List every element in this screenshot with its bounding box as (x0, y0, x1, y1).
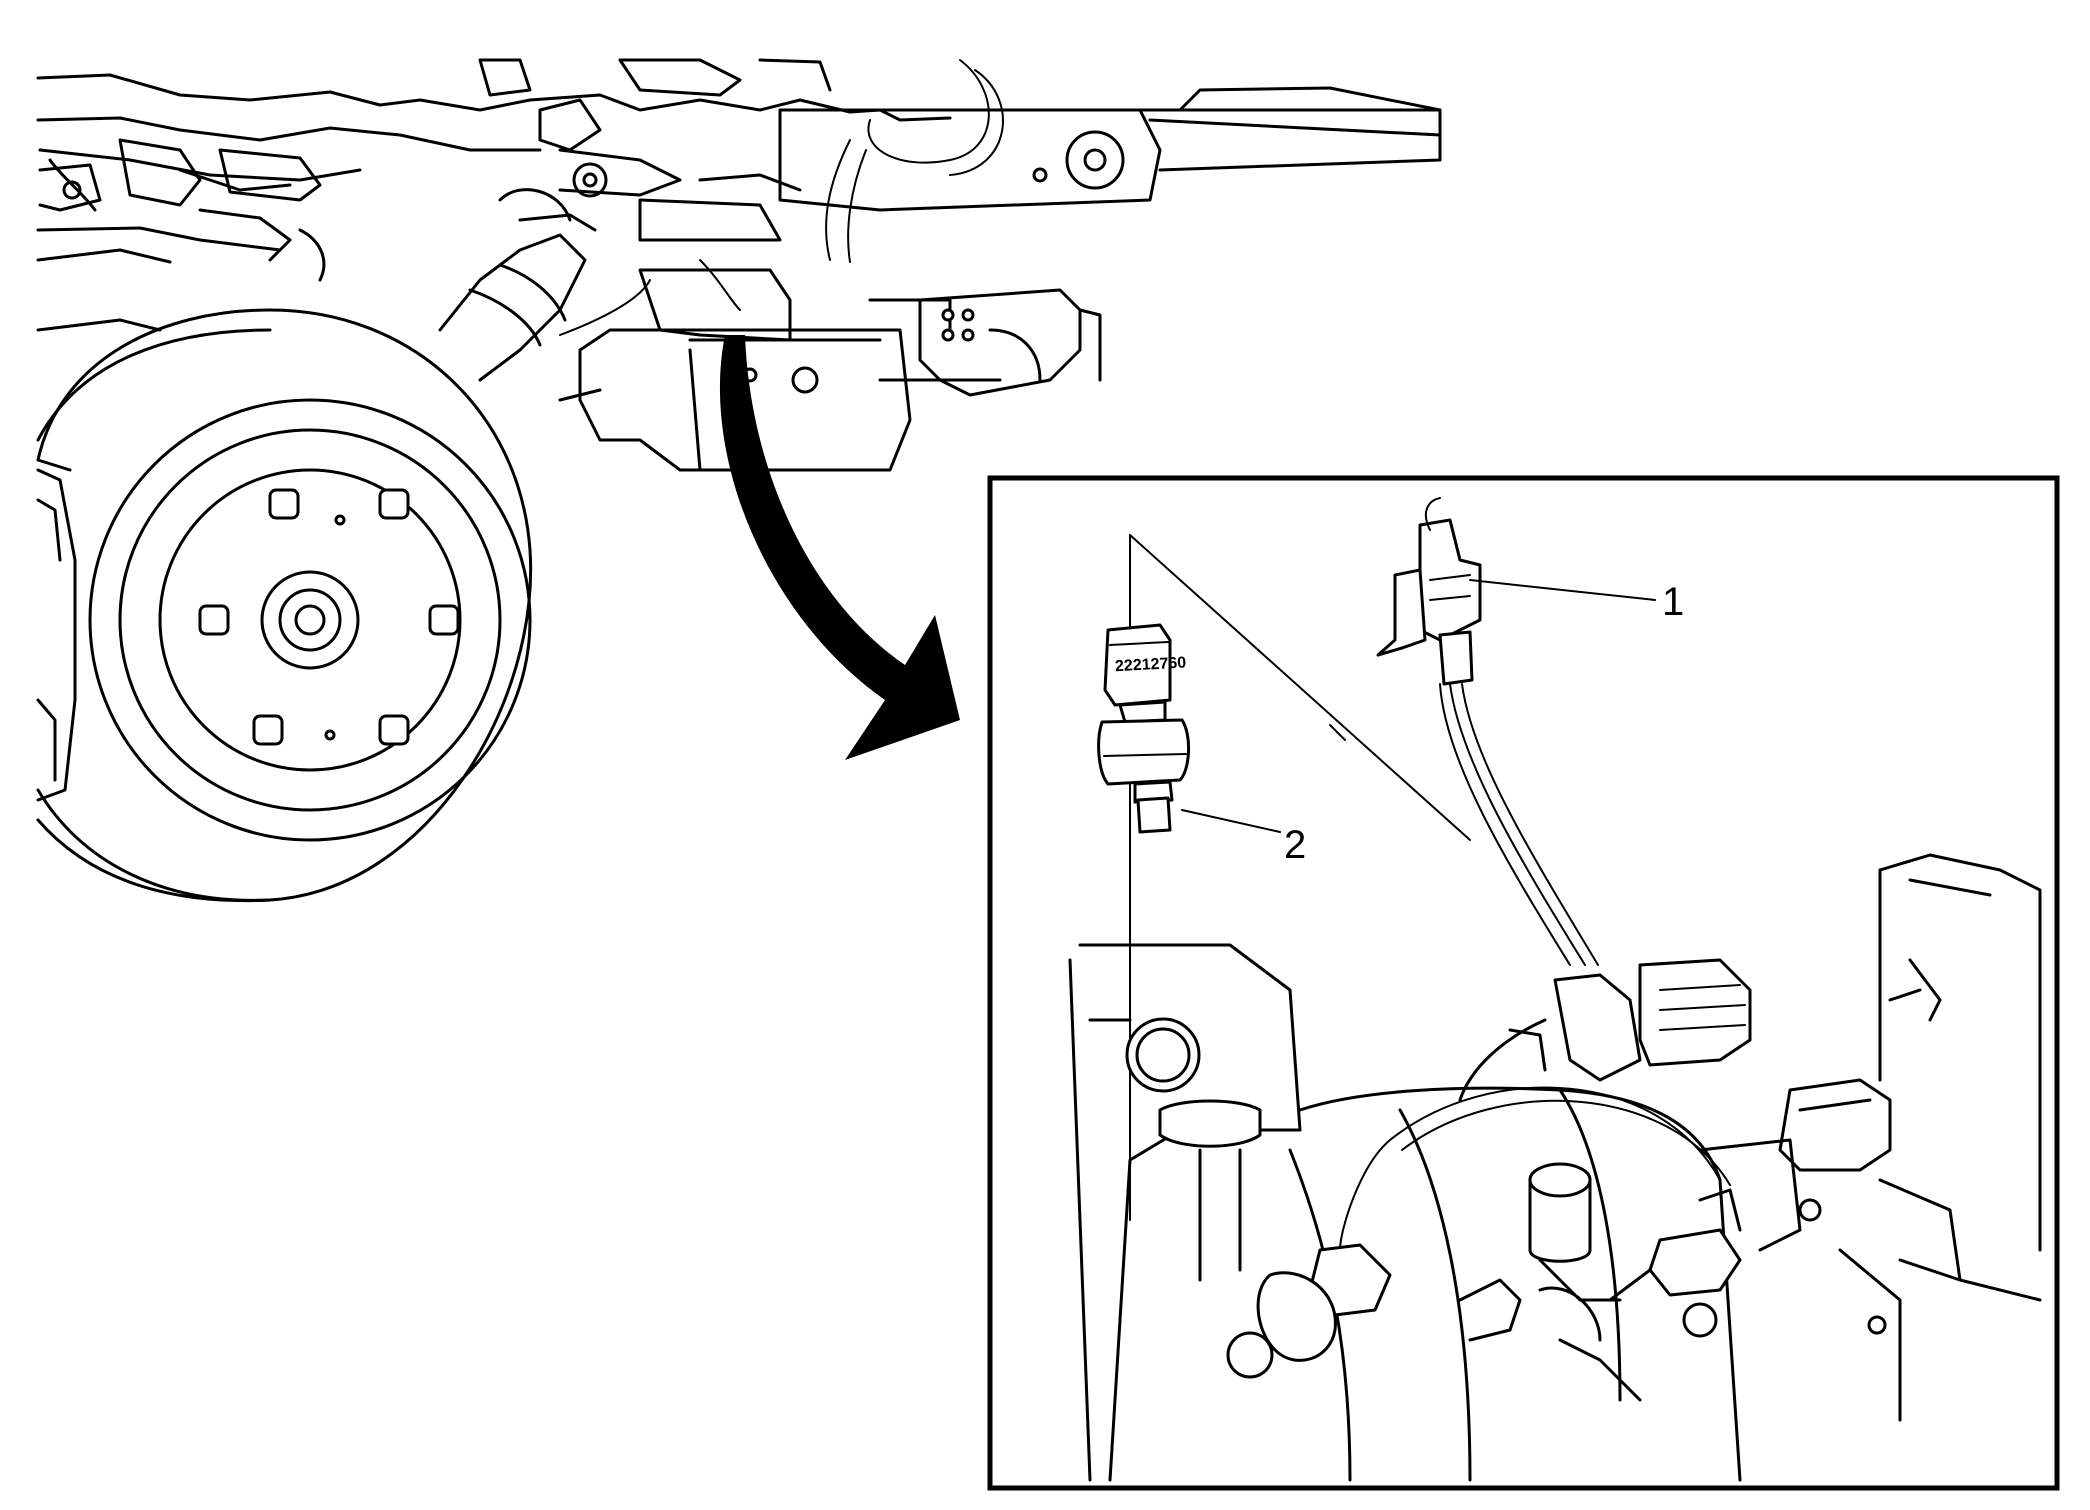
detail-inset: 22212760 1 2 (987, 475, 2060, 1491)
callout-2: 2 (1181, 809, 1306, 867)
callout-1: 1 (1469, 579, 1684, 624)
electrical-connector (1376, 497, 1599, 966)
underbody-overview (36, 58, 1442, 472)
brake-rotor (36, 308, 533, 903)
housing-detail (1068, 853, 2042, 1482)
sensor-part-number: 22212760 (1115, 654, 1187, 675)
lug-studs (198, 488, 460, 746)
pressure-sensor: 22212760 (1097, 623, 1191, 834)
callout-1-label: 1 (1662, 580, 1684, 624)
arrow-icon (719, 335, 960, 760)
callout-2-label: 2 (1284, 823, 1306, 867)
